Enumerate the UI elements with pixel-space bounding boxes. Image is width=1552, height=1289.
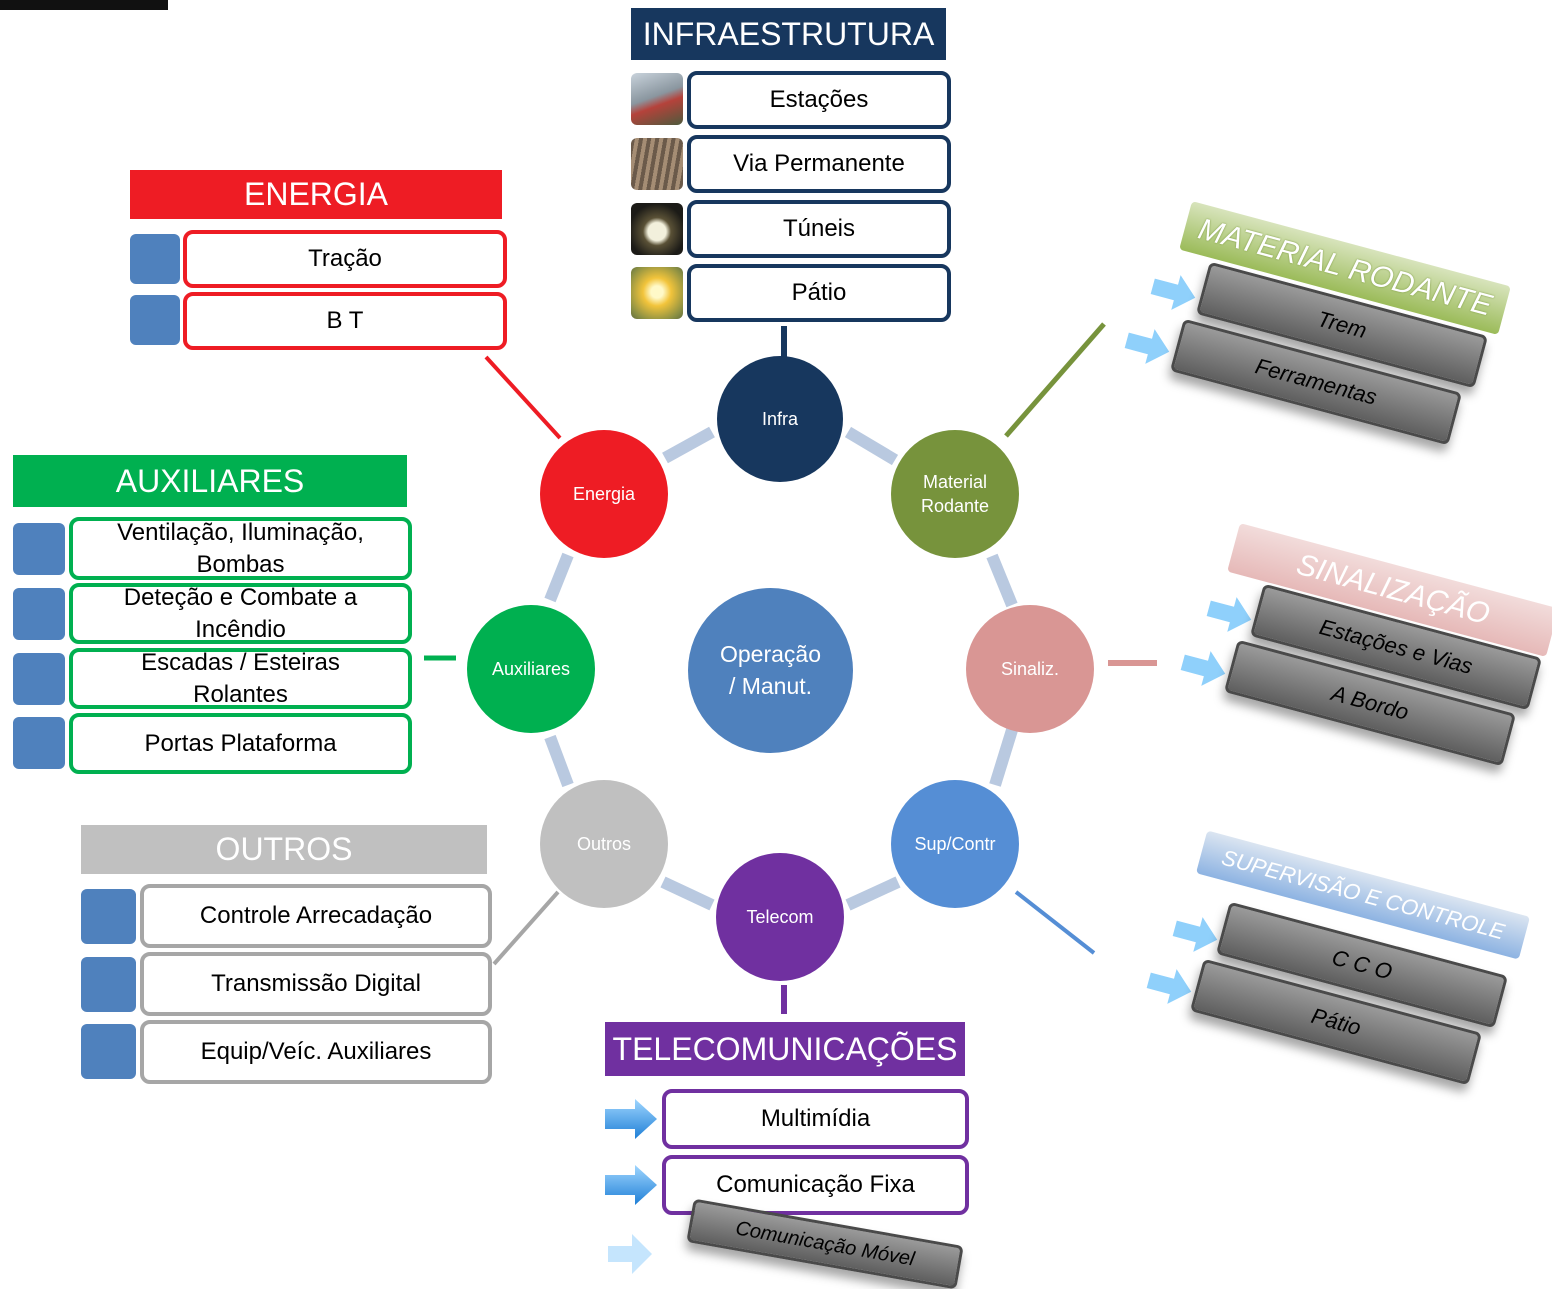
bullet-square [130, 234, 180, 284]
arrow-right-icon [1124, 329, 1170, 364]
infraestrutura-header: INFRAESTRUTURA [631, 8, 946, 60]
arrow-right-icon [1172, 917, 1218, 952]
node-auxiliares[interactable]: Auxiliares [467, 605, 595, 733]
bullet-square [13, 717, 65, 769]
ring-arc [660, 876, 715, 911]
station-thumbnail [631, 73, 683, 125]
auxiliares-item-portas[interactable]: Portas Plataforma [69, 713, 412, 774]
arrow-right-icon [1146, 969, 1192, 1004]
outros-item-equip[interactable]: Equip/Veíc. Auxiliares [140, 1020, 492, 1084]
ring-arc [544, 552, 574, 603]
bullet-square [130, 295, 180, 345]
ring-arc [989, 728, 1018, 787]
energia-item-tracao[interactable]: Tração [183, 230, 507, 288]
material-link [1004, 322, 1106, 438]
bullet-square [13, 523, 65, 575]
auxiliares-item-incendio[interactable]: Deteção e Combate a Incêndio [69, 583, 412, 644]
node-sinalizacao[interactable]: Sinaliz. [966, 605, 1094, 733]
energia-link [484, 355, 562, 440]
bullet-square [81, 1024, 136, 1079]
outros-header: OUTROS [81, 825, 487, 874]
outros-item-arrecadacao[interactable]: Controle Arrecadação [140, 884, 492, 948]
outros-item-transmissao[interactable]: Transmissão Digital [140, 952, 492, 1016]
arrow-right-icon [1150, 275, 1196, 310]
ring-arc [986, 553, 1018, 608]
auxiliares-header: AUXILIARES [13, 455, 407, 507]
ring-arc [844, 426, 899, 466]
infra-item-estacoes[interactable]: Estações [687, 71, 951, 129]
energia-item-bt[interactable]: B T [183, 292, 507, 350]
arrow-right-icon [1206, 597, 1252, 632]
infra-item-via-permanente[interactable]: Via Permanente [687, 135, 951, 193]
arrow-right-icon [605, 1099, 657, 1139]
node-infra[interactable]: Infra [717, 356, 843, 482]
node-material-rodante[interactable]: Material Rodante [891, 430, 1019, 558]
tunnel-thumbnail [631, 203, 683, 255]
ring-arc [845, 876, 901, 911]
bullet-square [81, 957, 136, 1012]
telecomunicacoes-header: TELECOMUNICAÇÕES [605, 1022, 965, 1076]
supcontr-link [1014, 890, 1096, 955]
railway-track-thumbnail [631, 138, 683, 190]
node-outros[interactable]: Outros [540, 780, 668, 908]
infra-item-tuneis[interactable]: Túneis [687, 200, 951, 258]
telecom-item-multimidia[interactable]: Multimídia [662, 1089, 969, 1149]
yard-sunset-thumbnail [631, 267, 683, 319]
bullet-square [81, 889, 136, 944]
auxiliares-item-escadas[interactable]: Escadas / Esteiras Rolantes [69, 648, 412, 709]
corner-decoration [0, 0, 168, 10]
energia-header: ENERGIA [130, 170, 502, 219]
arrow-right-icon [605, 1165, 657, 1205]
arrow-right-icon [1180, 651, 1226, 686]
auxiliares-item-ventilacao[interactable]: Ventilação, Iluminação, Bombas [69, 517, 412, 580]
bullet-square [13, 588, 65, 640]
arrow-right-icon [608, 1234, 652, 1274]
node-energia[interactable]: Energia [540, 430, 668, 558]
ring-arc [662, 426, 715, 464]
infra-item-patio[interactable]: Pátio [687, 264, 951, 322]
ring-arc [544, 734, 574, 788]
outros-link [492, 890, 560, 966]
bullet-square [13, 653, 65, 705]
telecom-item-comunicacao-fixa[interactable]: Comunicação Fixa [662, 1155, 969, 1215]
center-node[interactable]: Operação / Manut. [688, 588, 853, 753]
node-telecom[interactable]: Telecom [716, 853, 844, 981]
node-sup-contr[interactable]: Sup/Contr [891, 780, 1019, 908]
